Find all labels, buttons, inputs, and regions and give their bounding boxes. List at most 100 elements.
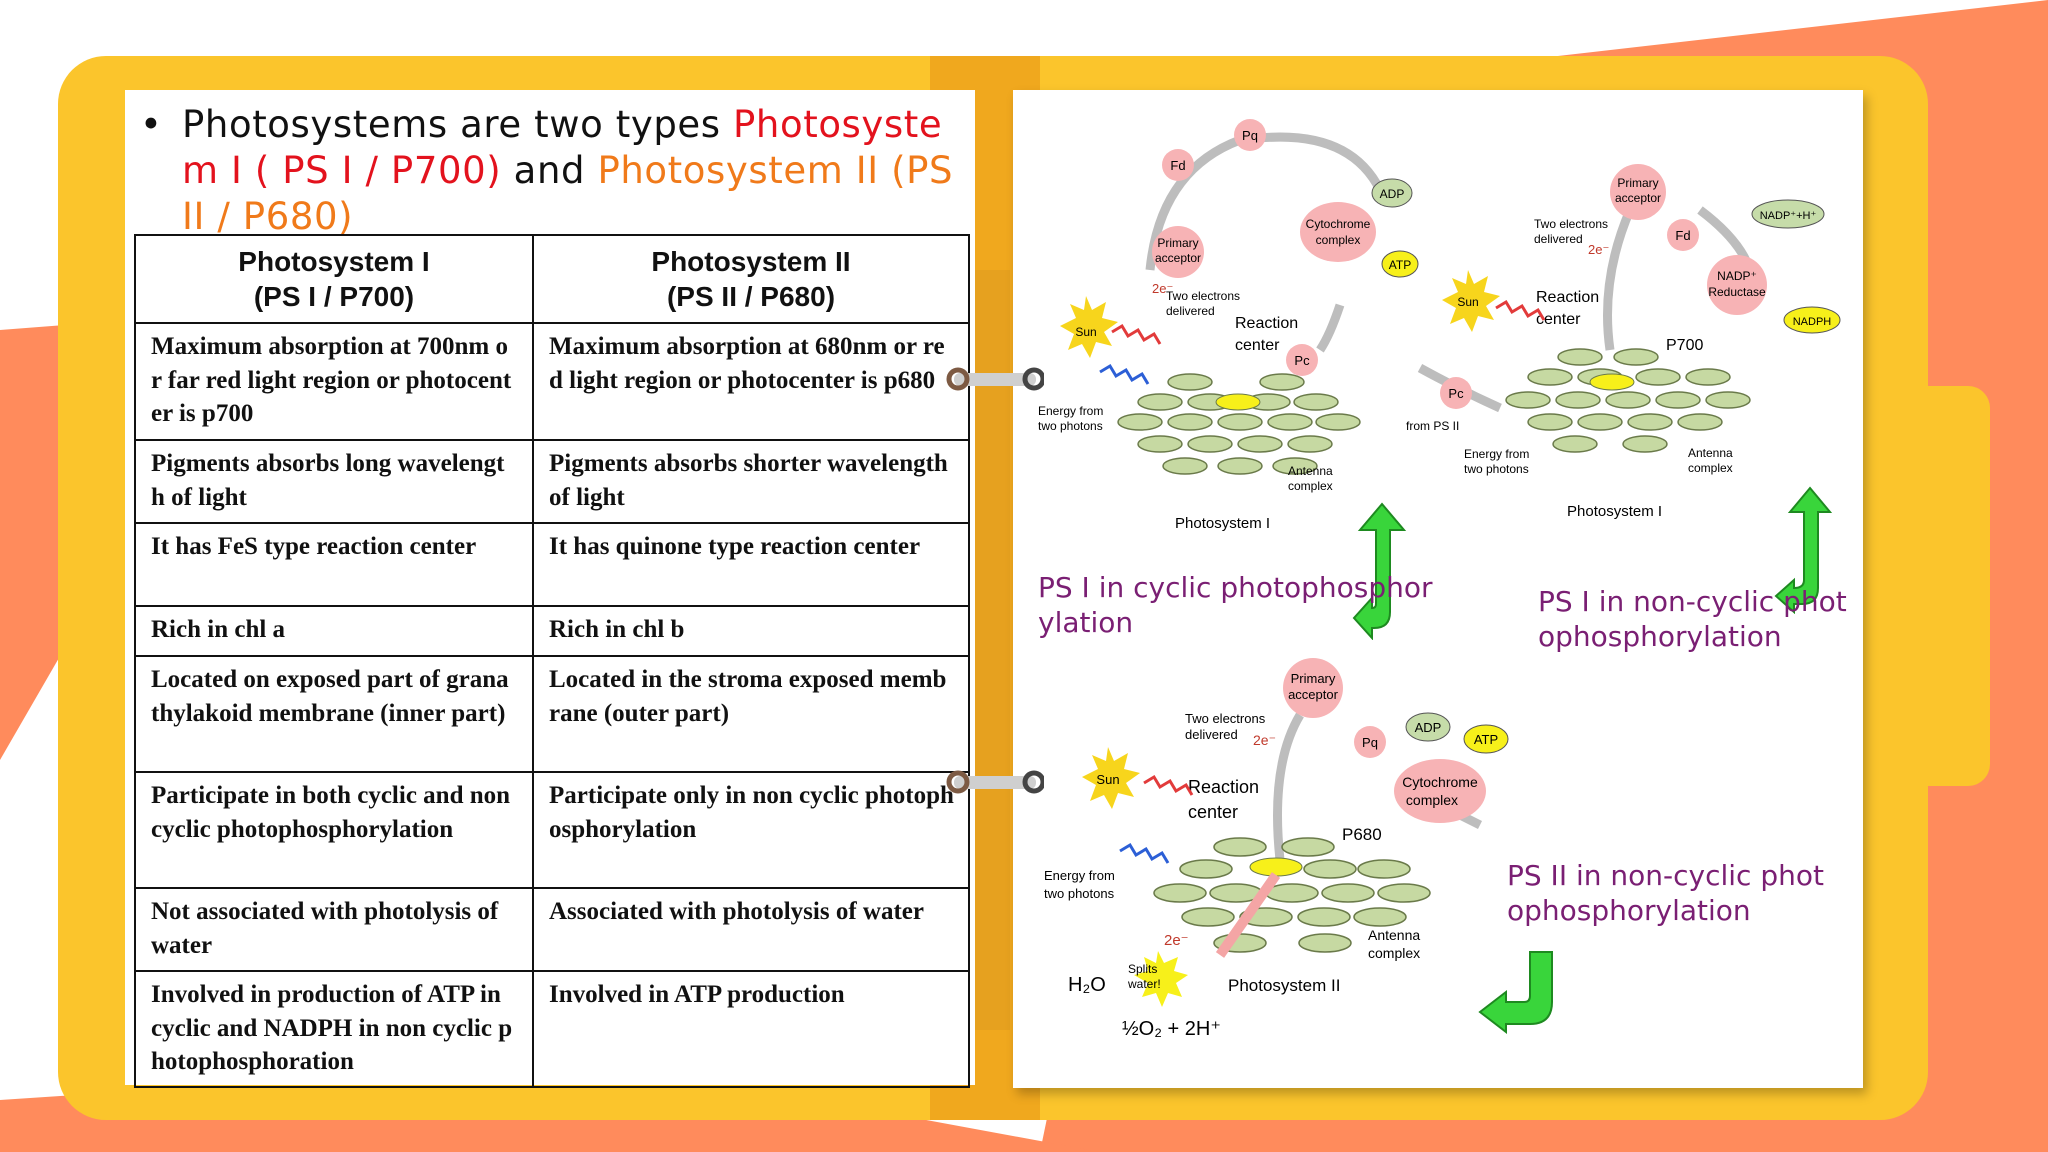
- nadp-h-node: [1751, 199, 1825, 229]
- adp-label: ADP: [1415, 720, 1442, 735]
- energy-label: Energy from: [1464, 447, 1529, 461]
- pc-label: Pc: [1448, 386, 1464, 401]
- sun-label: Sun: [1096, 772, 1119, 787]
- energy-label: Energy from: [1038, 404, 1103, 418]
- table-cell-ps1: Involved in production of ATP in cyclic …: [134, 970, 534, 1088]
- caption-ps1-cyclic: PS I in cyclic photophosphorylation: [1038, 571, 1433, 639]
- table-row: Located on exposed part of grana thylako…: [134, 655, 970, 773]
- nadp-reductase-node: [1707, 255, 1767, 315]
- header-ps2-line1: Photosystem II: [651, 246, 851, 277]
- primary-label: Primary: [1157, 236, 1198, 250]
- table-cell-ps1: Pigments absorbs long wavelength of ligh…: [134, 439, 534, 524]
- table-cell-ps2: Rich in chl b: [532, 605, 970, 657]
- title-ps1: Photosystem I ( PS I / P700): [182, 103, 943, 192]
- diagram-ps1-cyclic: Primary acceptor Fd Pq Cytochrome comple…: [1038, 119, 1419, 532]
- antenna-pigments: [1117, 373, 1361, 475]
- pq-node: [1354, 726, 1386, 758]
- center-label: center: [1235, 337, 1280, 354]
- binder-ring-bottom-icon: [946, 770, 1044, 794]
- primary-label: Primary: [1617, 176, 1658, 190]
- electrons-label: 2e⁻: [1588, 242, 1609, 257]
- photosystem-label: Photosystem II: [1228, 976, 1340, 995]
- table-cell-ps2: Maximum absorption at 680nm or red light…: [532, 322, 970, 441]
- nadp-h-label: NADP⁺+H⁺: [1760, 210, 1817, 222]
- nadph-node: [1783, 306, 1841, 334]
- table-row: Pigments absorbs long wavelength of ligh…: [134, 439, 970, 524]
- electrons-label: 2e⁻: [1253, 732, 1276, 748]
- energy-label: Energy from: [1044, 868, 1115, 883]
- green-arrow-icon: [1478, 951, 1553, 1034]
- table-cell-ps2: Participate only in non cyclic photophos…: [532, 771, 970, 889]
- antenna-pigments: [1505, 348, 1751, 453]
- water-label: water!: [1127, 977, 1161, 991]
- binder-ring-top-icon: [946, 367, 1044, 391]
- cycle-arrow: [1259, 132, 1385, 193]
- delivered-label: delivered: [1534, 232, 1583, 246]
- table-header-row: Photosystem I (PS I / P700) Photosystem I…: [134, 234, 970, 324]
- reaction-center-icon: [1589, 373, 1635, 391]
- adp-node: [1371, 178, 1413, 208]
- acceptor-label: acceptor: [1155, 251, 1201, 265]
- two-electrons-label: Two electrons: [1166, 289, 1240, 303]
- flow-arrow: [1273, 712, 1304, 861]
- antenna-label: Antenna: [1688, 446, 1733, 460]
- table-cell-ps1: Rich in chl a: [134, 605, 534, 657]
- header-ps2-line2: (PS II / P680): [666, 281, 836, 312]
- slide-title: • Photosystems are two types Photosystem…: [140, 102, 962, 240]
- photosystem-label: Photosystem I: [1567, 503, 1662, 520]
- header-ps2: Photosystem II (PS II / P680): [532, 234, 970, 324]
- fd-node: [1667, 219, 1699, 251]
- red-photon-icon: [1111, 323, 1162, 345]
- table-cell-ps1: Not associated with photolysis of water: [134, 887, 534, 972]
- table-row: Maximum absorption at 700nm or far red l…: [134, 322, 970, 441]
- pq-label: Pq: [1242, 128, 1258, 143]
- header-ps1-line2: (PS I / P700): [253, 281, 415, 312]
- fd-label: Fd: [1170, 158, 1185, 173]
- table-cell-ps2: Associated with photolysis of water: [532, 887, 970, 972]
- oxygen-label: ½O₂ + 2H⁺: [1122, 1018, 1221, 1040]
- atp-label: ATP: [1474, 732, 1498, 747]
- primary-acceptor-node: [1610, 164, 1666, 220]
- cytochrome-label: Cytochrome: [1402, 774, 1478, 790]
- pc-node: [1286, 344, 1318, 376]
- atp-node: [1381, 250, 1419, 278]
- cytochrome-node: [1300, 202, 1376, 262]
- photons-label: two photons: [1038, 419, 1103, 433]
- cycle-arrow: [1316, 303, 1345, 353]
- sun-icon: [1060, 296, 1118, 358]
- sun-icon: [1082, 747, 1140, 809]
- green-arrow-icon: [1774, 486, 1832, 614]
- two-electrons-label: Two electrons: [1534, 217, 1608, 231]
- adp-label: ADP: [1380, 187, 1405, 201]
- complex-label: complex: [1688, 461, 1733, 475]
- cytochrome-label: Cytochrome: [1306, 217, 1371, 231]
- reaction-label: Reaction: [1536, 289, 1599, 306]
- flow-arrow: [1603, 208, 1635, 351]
- header-ps1-line1: Photosystem I: [238, 246, 430, 277]
- pc-node: [1440, 377, 1472, 409]
- complex-label: complex: [1368, 945, 1420, 961]
- caption-ps2-noncyclic: PS II in non-cyclic photophosphorylation: [1507, 859, 1824, 927]
- reaction-label: Reaction: [1188, 777, 1259, 797]
- title-and: and: [501, 149, 598, 192]
- green-arrow-icon: [1352, 502, 1407, 640]
- h2o-label: H₂O: [1068, 974, 1106, 996]
- caption-ps1-noncyclic: PS I in non-cyclic photophosphorylation: [1538, 585, 1847, 653]
- antenna-label: Antenna: [1288, 464, 1333, 478]
- p680-label: P680: [1342, 825, 1382, 844]
- table-cell-ps1: Located on exposed part of grana thylako…: [134, 655, 534, 773]
- fd-node: [1162, 149, 1194, 181]
- title-ps2: Photosystem II (PS II / P680): [182, 149, 954, 238]
- reaction-center-icon: [1249, 857, 1303, 877]
- adp-node: [1405, 712, 1451, 742]
- p700-label: P700: [1666, 337, 1703, 354]
- complex-label: complex: [1316, 233, 1361, 247]
- center-label: center: [1536, 311, 1581, 328]
- table-cell-ps1: Participate in both cyclic and non cycli…: [134, 771, 534, 889]
- electrons-label: 2e⁻: [1152, 281, 1173, 296]
- table-cell-ps2: Involved in ATP production: [532, 970, 970, 1088]
- complex-label: complex: [1406, 792, 1458, 808]
